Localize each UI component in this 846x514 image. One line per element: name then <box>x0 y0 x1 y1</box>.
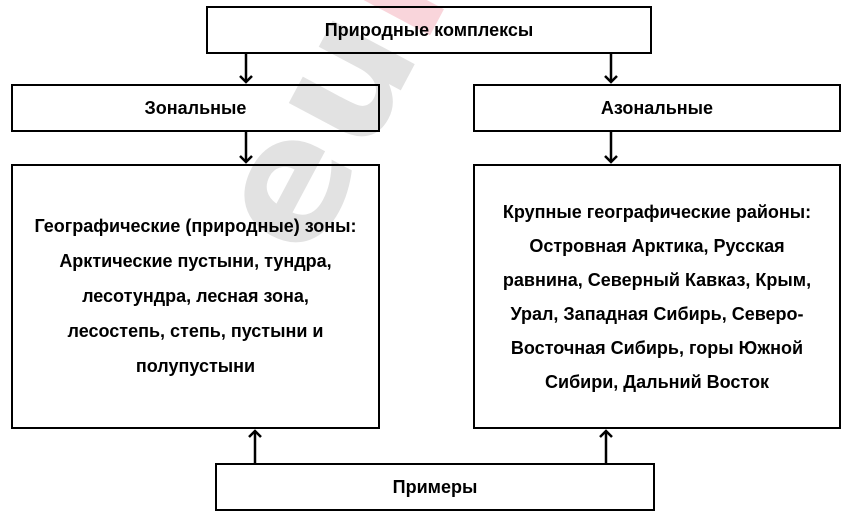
node-zonal: Зональные <box>11 84 380 132</box>
node-natural-complexes-label: Природные комплексы <box>324 19 534 40</box>
node-zonal-description-text: Географические (природные) зоны: Арктиче… <box>34 216 357 376</box>
node-zonal-label: Зональные <box>144 97 247 118</box>
node-natural-complexes: Природные комплексы <box>206 6 652 54</box>
node-zonal-description: Географические (природные) зоны: Арктиче… <box>11 164 380 429</box>
node-azonal-description-text: Крупные географические районы: Островная… <box>502 201 812 392</box>
node-examples-label: Примеры <box>392 476 478 497</box>
node-examples: Примеры <box>215 463 655 511</box>
node-azonal: Азональные <box>473 84 841 132</box>
node-azonal-description: Крупные географические районы: Островная… <box>473 164 841 429</box>
node-azonal-label: Азональные <box>600 97 714 118</box>
